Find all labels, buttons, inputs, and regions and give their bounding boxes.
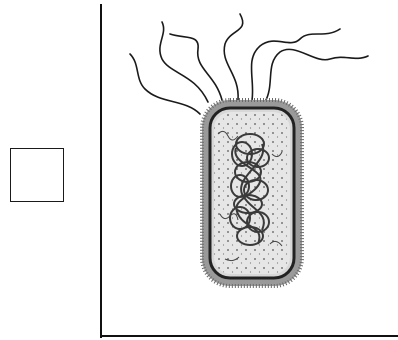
answer-checkbox[interactable] [10,148,64,202]
diagram-panel [100,4,398,338]
bacterium-illustration [100,4,398,338]
